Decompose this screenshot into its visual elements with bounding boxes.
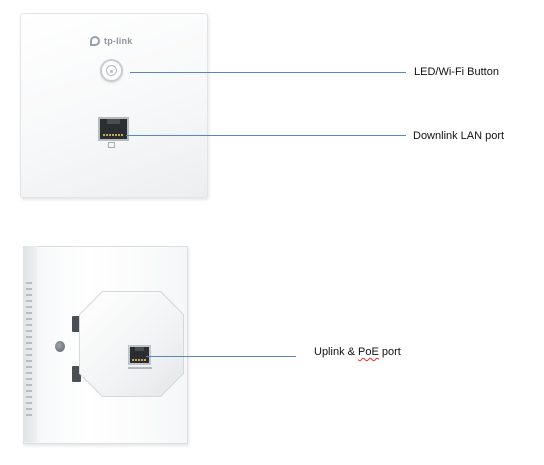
led-wifi-button-icon — [100, 59, 123, 82]
wifi-led-indicator — [106, 65, 117, 76]
mounting-clip-top — [72, 316, 81, 332]
label-uplink-poe: PoE — [358, 346, 379, 358]
rear-module — [80, 292, 183, 396]
label-downlink-lan-port: Downlink LAN port — [413, 130, 505, 142]
tp-link-logo-icon — [90, 35, 102, 47]
leader-line-downlink — [126, 135, 406, 136]
label-uplink-suffix: port — [378, 346, 401, 358]
brand-logo: tp-link — [90, 33, 132, 49]
port-caption-mark — [128, 367, 152, 369]
downlink-lan-port-icon — [98, 117, 129, 141]
leader-line-uplink — [146, 356, 296, 357]
label-led-wifi-button: LED/Wi-Fi Button — [414, 66, 499, 78]
brand-logo-text: tp-link — [104, 36, 133, 46]
front-panel-image — [20, 13, 208, 198]
screw-icon — [55, 341, 65, 352]
vent-slots — [26, 282, 32, 417]
network-icon — [108, 142, 115, 148]
label-uplink-poe-port: Uplink & PoE port — [314, 346, 401, 358]
label-uplink-prefix: Uplink & — [314, 346, 359, 358]
leader-line-led — [130, 72, 406, 73]
uplink-poe-port-icon — [128, 345, 151, 365]
mounting-clip-bottom — [72, 366, 81, 382]
